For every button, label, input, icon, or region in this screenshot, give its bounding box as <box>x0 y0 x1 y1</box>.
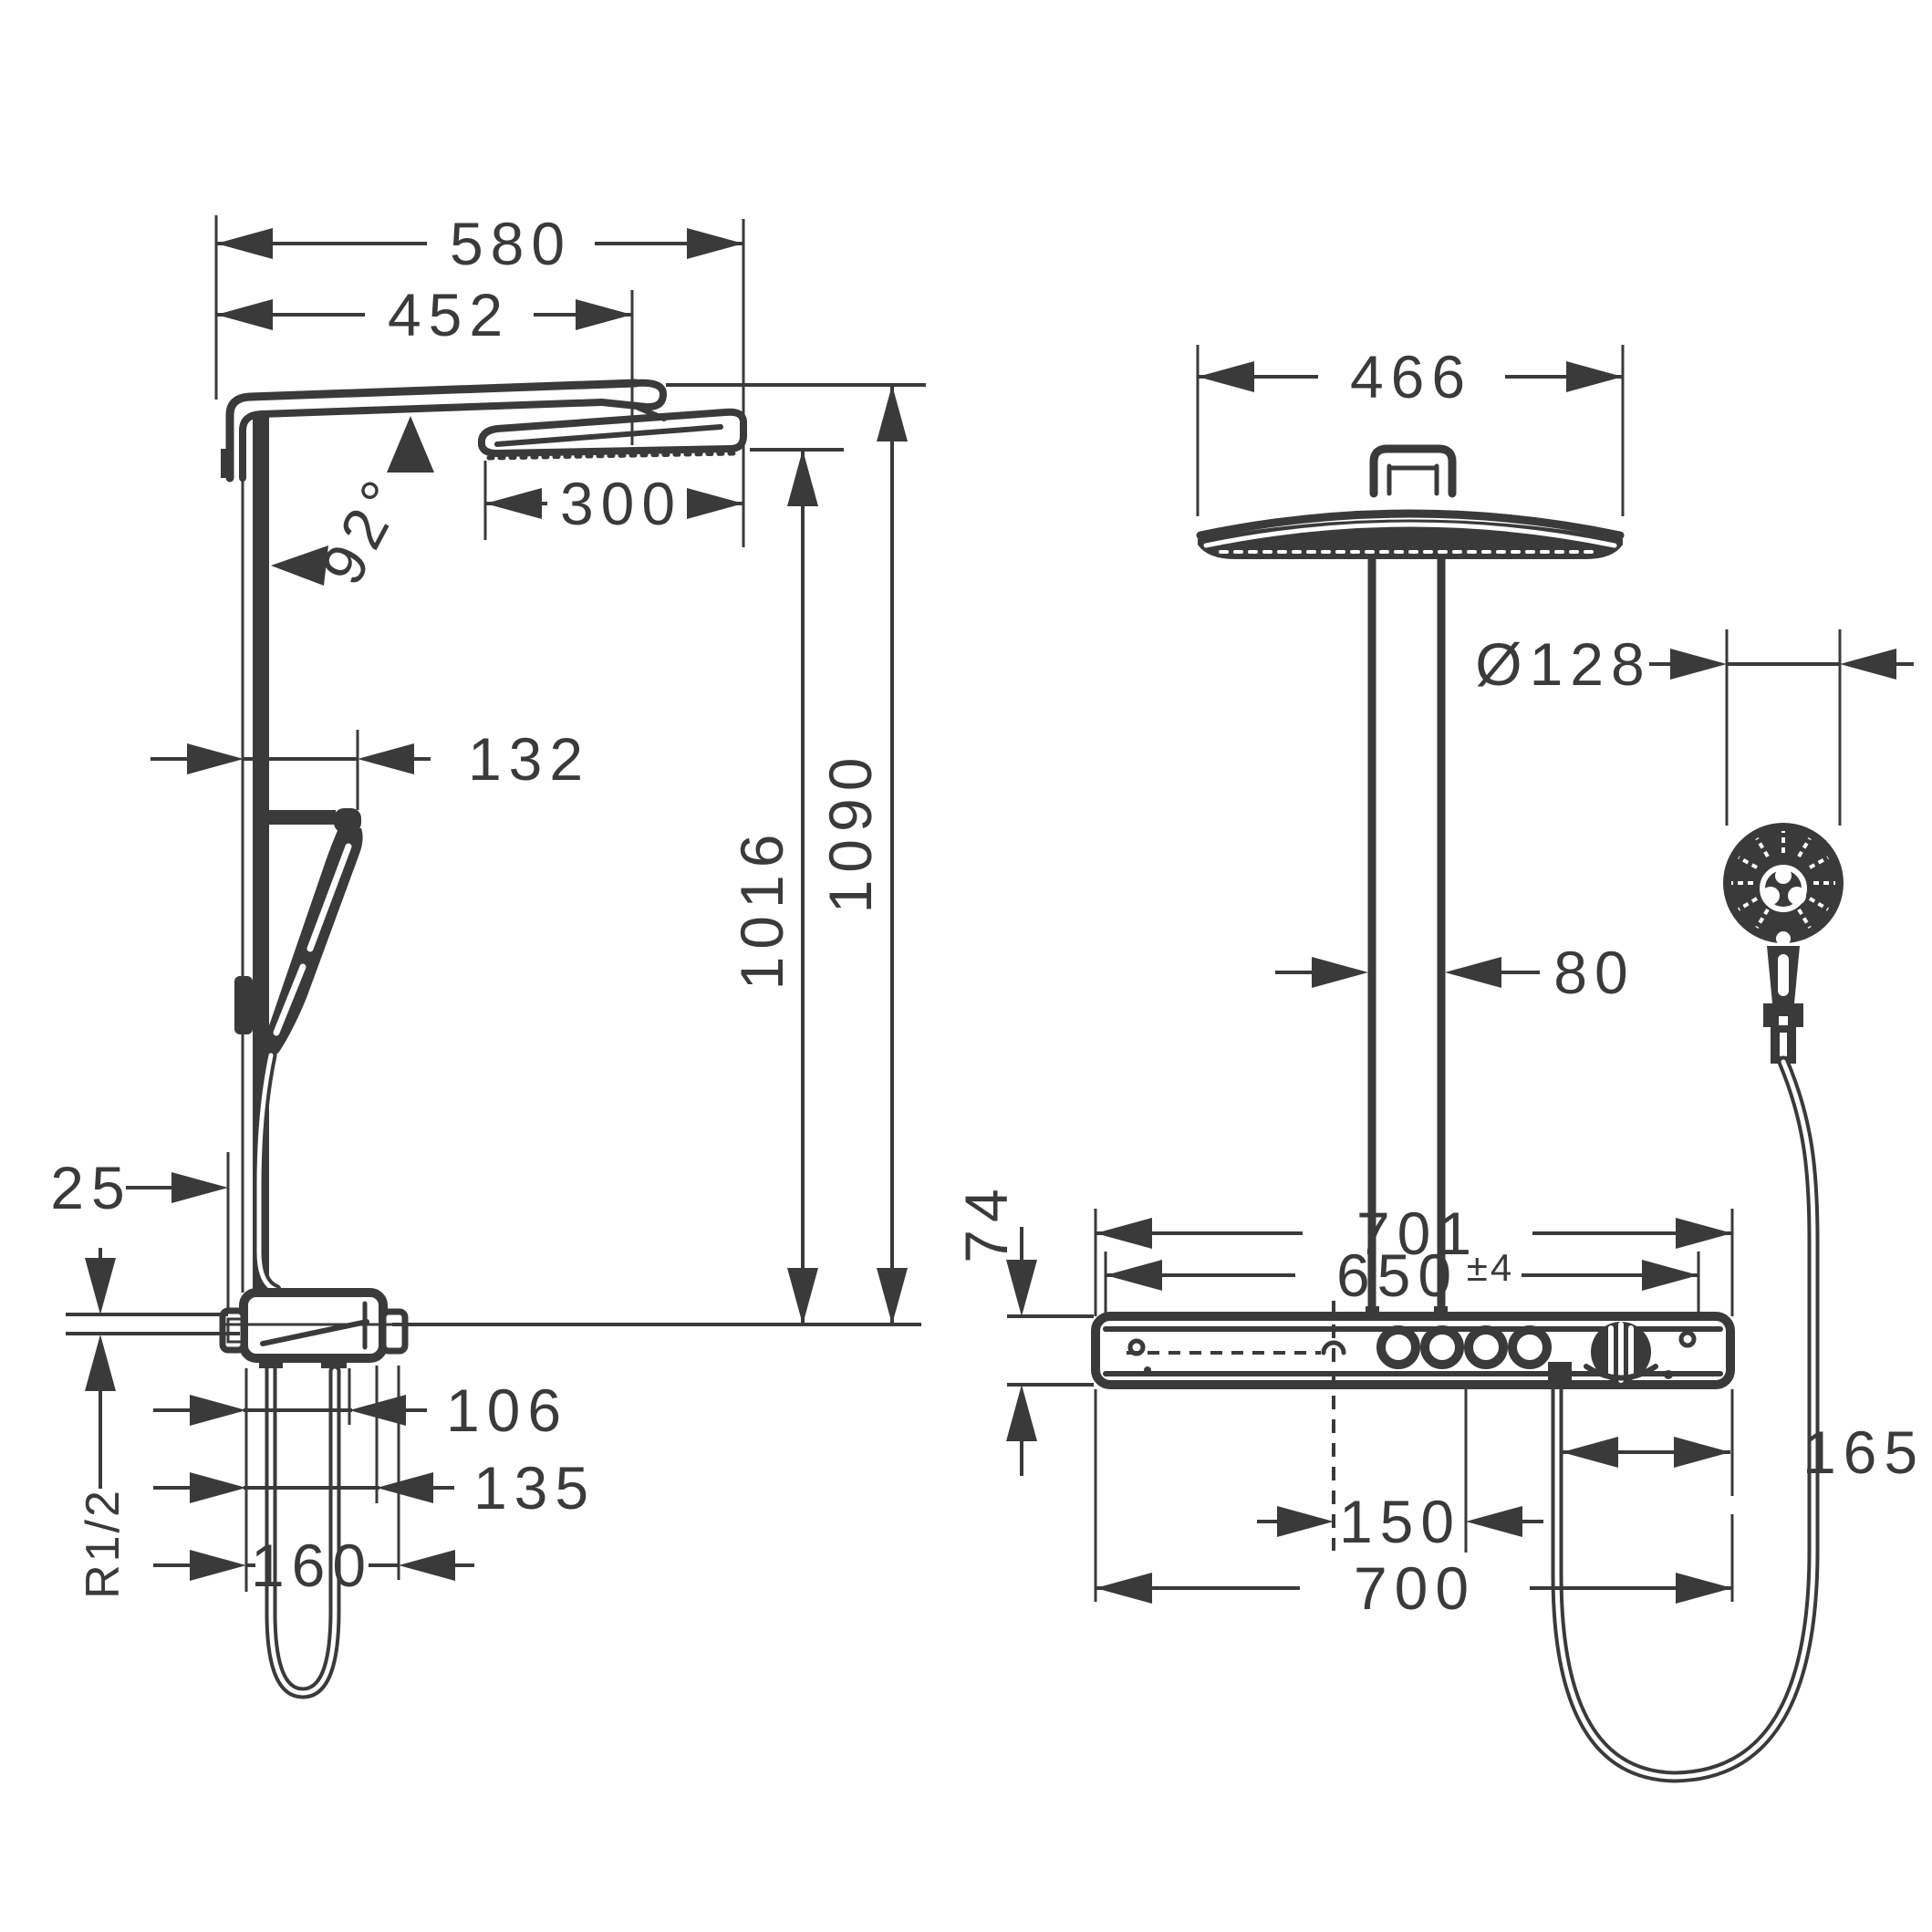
fixing-hole-right <box>1678 1330 1697 1348</box>
handle-button <box>1776 931 1791 946</box>
select-button-3 <box>1464 1325 1508 1369</box>
dimension-arm-angle: 92° <box>271 416 434 595</box>
wall-bracket <box>221 449 231 478</box>
thermostat-side <box>219 1288 409 1368</box>
dimension-head-width: 466 <box>1196 343 1625 516</box>
hand-shower-front <box>1723 823 1844 1064</box>
dial-lever <box>1584 1364 1658 1381</box>
dim-650-label: 650 <box>1336 1241 1459 1309</box>
center-marker <box>1321 1340 1346 1356</box>
dim-150-label: 150 <box>1339 1488 1461 1555</box>
dim-25-label: 25 <box>50 1154 131 1221</box>
dim-580-label: 580 <box>450 210 572 277</box>
dim-701-label: 701 <box>1356 1200 1479 1267</box>
dim-106-label: 106 <box>446 1376 568 1444</box>
dimension-fixing-centres: 650 ±4 <box>1104 1241 1700 1316</box>
dimension-centre-to-hose: 150 <box>1257 1301 1543 1555</box>
dim-132-label: 132 <box>468 725 590 793</box>
dim-1090-label: 1090 <box>816 751 884 914</box>
dim-300-label: 300 <box>560 470 682 537</box>
dimension-offset-135: 135 <box>153 1366 596 1522</box>
dim-dia128-label: Ø128 <box>1475 630 1651 698</box>
ceiling-bracket <box>1369 444 1457 498</box>
select-button-2 <box>1420 1325 1464 1369</box>
outlet-nub <box>379 1308 409 1355</box>
dim-135-label: 135 <box>473 1454 596 1522</box>
hoses-side <box>253 1049 341 1699</box>
dimension-height-to-head: 1016 <box>728 448 844 1324</box>
holder-arm <box>268 810 336 825</box>
dim-165-label: 165 <box>1802 1418 1925 1486</box>
thermostat-shelf-front <box>1091 1312 1735 1389</box>
dimension-wall-to-pipe: 25 <box>50 1152 230 1314</box>
arm-end-hook <box>598 379 667 411</box>
dim-160-label: 160 <box>251 1532 373 1599</box>
dim-r12-label: R1/2 <box>77 1488 130 1599</box>
dimension-shelf-height: 74 <box>952 1181 1094 1476</box>
dimension-pipe-width: 80 <box>1275 939 1635 1006</box>
dimension-overall-height: 1090 <box>392 383 926 1326</box>
wall-elbow-and-arm <box>221 379 667 483</box>
dimension-shelf-width: 701 <box>1094 1200 1734 1316</box>
dimension-thread: R1/2 <box>66 1248 240 1599</box>
dimension-head-depth: 300 <box>483 461 743 540</box>
dimension-arm-depth: 452 <box>216 281 634 445</box>
spray-face-dots <box>486 451 738 461</box>
dimension-offset-106: 106 <box>153 1368 568 1592</box>
dim-80-label: 80 <box>1553 939 1635 1006</box>
dimension-overall-depth: 580 <box>214 210 745 547</box>
select-button-4 <box>1508 1325 1552 1369</box>
dim-466-label: 466 <box>1350 343 1472 410</box>
dimension-hose-to-edge: 165 <box>1562 1389 1925 1496</box>
dimension-hand-shower-diameter: Ø128 <box>1475 629 1914 826</box>
select-button-1 <box>1376 1325 1420 1369</box>
spray-pattern <box>1731 831 1835 930</box>
dimension-hand-shower-offset: 132 <box>151 725 590 810</box>
dim-452-label: 452 <box>388 281 510 348</box>
dimension-offset-160: 160 <box>153 1366 474 1599</box>
overhead-shower-side <box>478 405 747 461</box>
hose-front <box>1551 1055 1820 1783</box>
dim-650-tolerance-label: ±4 <box>1467 1246 1514 1289</box>
side-view: 580 452 92° 300 <box>50 210 926 1699</box>
dim-74-label: 74 <box>952 1181 1020 1262</box>
shower-pipe-front <box>1366 555 1448 1316</box>
overhead-shower-front <box>1196 444 1625 559</box>
dimension-connection-centres: 700 <box>1094 1389 1734 1622</box>
slider-clamp <box>234 976 253 1034</box>
hose-outlet-fitting <box>1548 1362 1572 1386</box>
front-view: 466 Ø128 80 74 <box>952 343 1925 1783</box>
dim-1016-label: 1016 <box>728 827 795 991</box>
hand-shower-side <box>263 808 363 1056</box>
dim-700-label: 700 <box>1354 1554 1476 1622</box>
